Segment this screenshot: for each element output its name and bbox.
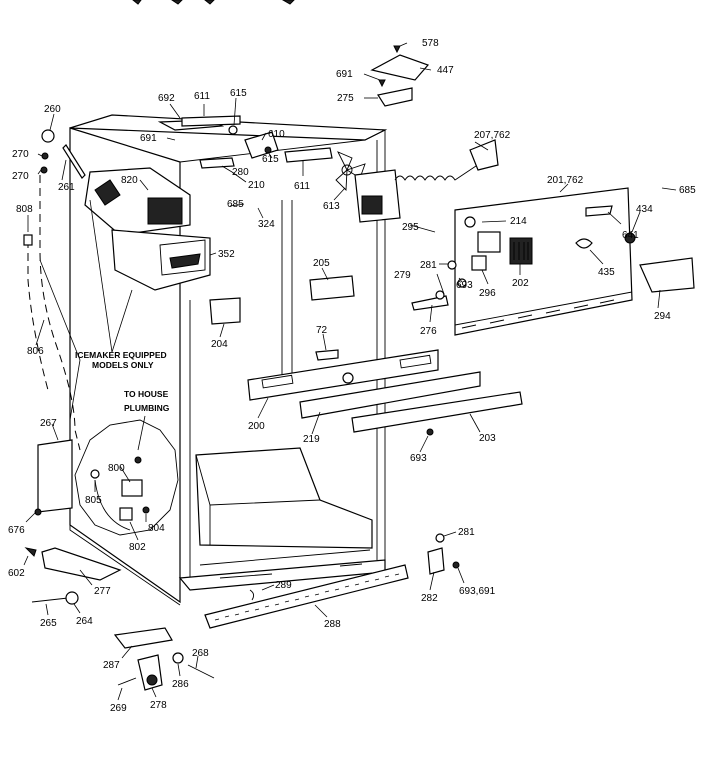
part-label: 806 [27,346,44,357]
part-label: 260 [44,104,61,115]
part-label: 268 [192,648,209,659]
part-label: 693 [456,280,473,291]
part-label: 805 [85,495,102,506]
part-labels: 578 447 691 275 692 611 615 610 691 280 … [8,38,696,714]
part-label: 201,762 [547,175,584,186]
top-edge-marks [132,0,295,5]
part-label: 276 [420,326,437,337]
part-label: 611 [194,91,210,102]
leader-lines [23,42,677,701]
plumbing-note-line-1: TO HOUSE [124,389,169,399]
part-label: 693,691 [459,586,496,597]
part-label: 611 [294,181,310,192]
part-label: 692 [158,93,175,104]
part-label: 269 [110,703,127,714]
part-label: 615 [230,88,247,99]
part-label: 202 [512,278,529,289]
part-label: 280 [232,167,249,178]
part-label: 286 [172,679,189,690]
part-label: 802 [129,542,146,553]
part-label: 204 [211,339,228,350]
part-label: 615 [262,154,279,165]
part-label: 447 [437,65,454,76]
part-label: 210 [248,180,265,191]
part-label: 282 [421,593,438,604]
part-label: 214 [510,216,527,227]
part-label: 691 [140,133,157,144]
part-label: 352 [218,249,235,260]
interior-rails [209,275,523,436]
part-label: 72 [316,325,328,336]
part-label: 277 [94,586,111,597]
part-label: 296 [479,288,496,299]
part-label: 613 [323,201,340,212]
icemaker-note-line-1: ICEMAKER EQUIPPED [75,350,167,360]
part-label: 264 [76,616,93,627]
part-label: 279 [394,270,411,281]
part-label: 294 [654,311,671,322]
part-label: 610 [268,129,285,140]
plumbing-callout-bubble [74,419,179,536]
part-label: 295 [402,222,419,233]
part-label: 203 [479,433,496,444]
part-label: 289 [275,580,292,591]
part-label: 820 [121,175,138,186]
part-label: 434 [636,204,653,215]
water-line [39,175,81,451]
water-valve [23,234,33,246]
part-label: 200 [248,421,265,432]
plumbing-parts [90,456,150,531]
part-label: 693 [410,453,427,464]
part-label: 288 [324,619,341,630]
part-label: 270 [12,149,29,160]
part-label: 219 [303,434,320,445]
part-label: 800 [108,463,125,474]
part-label: 287 [103,660,120,671]
part-label: 685 [227,199,244,210]
part-label: 270 [12,171,29,182]
part-label: 808 [16,204,33,215]
part-label: 205 [313,258,330,269]
part-label: 804 [148,523,165,534]
plumbing-note: TO HOUSE PLUMBING [124,389,170,413]
lower-parts [24,439,460,691]
top-components [157,45,499,223]
part-label: 691 [336,69,353,80]
part-label: 435 [598,267,615,278]
part-label: 207,762 [474,130,511,141]
part-label: 685 [679,185,696,196]
icemaker-assembly [40,129,211,291]
part-label: 602 [8,568,25,579]
part-label: 324 [258,219,275,230]
part-label: 265 [40,618,57,629]
part-label: 281 [420,260,437,271]
part-label: 281 [458,527,475,538]
control-panel [411,187,695,336]
plumbing-note-line-2: PLUMBING [124,403,170,413]
icemaker-note: ICEMAKER EQUIPPED MODELS ONLY [75,350,167,370]
part-label: 578 [422,38,439,49]
part-label: 278 [150,700,167,711]
part-label: 641 [622,230,639,241]
icemaker-note-line-2: MODELS ONLY [92,360,154,370]
part-label: 261 [58,182,75,193]
part-label: 267 [40,418,57,429]
part-label: 676 [8,525,25,536]
fan-blade-icon [335,151,366,192]
part-label: 275 [337,93,354,104]
